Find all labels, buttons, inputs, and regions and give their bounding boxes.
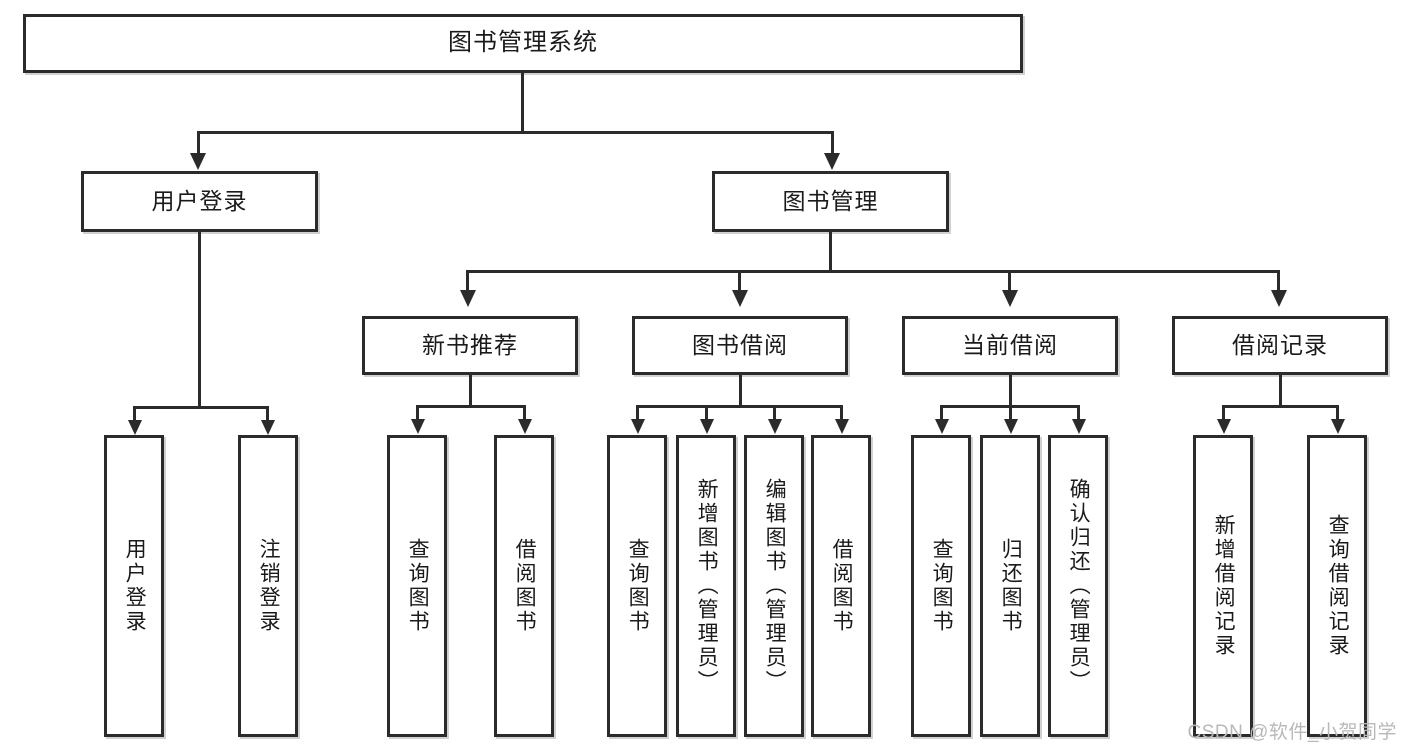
leaf-user-login[interactable]: 用户登录 (104, 435, 164, 737)
connector-root-bus (197, 131, 834, 134)
node-book-management[interactable]: 图书管理 (712, 171, 949, 232)
leaf-label: 新增图书（管理员） (695, 478, 719, 694)
leaf-br-query-record[interactable]: 查询借阅记录 (1307, 435, 1367, 737)
leaf-cb-confirm-return[interactable]: 确认归还（管理员） (1048, 435, 1108, 737)
arrowhead-cb-query-book (935, 419, 949, 434)
leaf-label: 查询图书 (930, 538, 954, 634)
connector-new-book-recommend-bus (416, 405, 526, 408)
connector-cb-leaf-2 (1009, 405, 1012, 421)
leaf-nbr-query-book[interactable]: 查询图书 (387, 435, 447, 737)
connector-current-borrow-stem (1009, 375, 1012, 407)
arrowhead-br-query-record (1331, 419, 1345, 434)
arrowhead-leaf-user-login (128, 420, 142, 435)
node-new-book-recommend[interactable]: 新书推荐 (362, 316, 578, 375)
connector-user-login-stem (198, 232, 201, 408)
leaf-bb-add-book[interactable]: 新增图书（管理员） (676, 435, 736, 737)
leaf-label: 确认归还（管理员） (1067, 478, 1091, 694)
arrowhead-leaf-logout (261, 420, 275, 435)
connector-borrow-record-stem (1279, 375, 1282, 407)
arrowhead-nbr-query-book (411, 419, 425, 434)
leaf-label: 查询图书 (406, 538, 430, 634)
connector-cb-leaf-1 (940, 405, 943, 421)
connector-to-borrow-record (1277, 270, 1280, 292)
leaf-bb-query-book[interactable]: 查询图书 (607, 435, 667, 737)
connector-book-management-stem (829, 232, 832, 272)
connector-br-leaf-2 (1336, 405, 1339, 421)
node-current-borrow[interactable]: 当前借阅 (902, 316, 1118, 375)
connector-to-book-borrow (738, 270, 741, 292)
connector-bb-leaf-2 (705, 405, 708, 421)
leaf-nbr-borrow-book[interactable]: 借阅图书 (494, 435, 554, 737)
leaf-label: 归还图书 (999, 538, 1023, 634)
connector-to-new-book-recommend (466, 270, 469, 292)
connector-level3-bus (466, 270, 1280, 273)
connector-bb-leaf-1 (636, 405, 639, 421)
node-user-login[interactable]: 用户登录 (81, 171, 318, 232)
leaf-label: 编辑图书（管理员） (763, 478, 787, 694)
connector-user-login-bus (133, 406, 268, 409)
node-borrow-record[interactable]: 借阅记录 (1172, 316, 1388, 375)
arrowhead-borrow-record (1271, 290, 1287, 307)
node-root-book-management-system[interactable]: 图书管理系统 (23, 14, 1023, 73)
connector-cb-leaf-3 (1077, 405, 1080, 421)
leaf-label: 借阅图书 (830, 538, 854, 634)
arrowhead-bb-add-book (700, 419, 714, 434)
leaf-bb-edit-book[interactable]: 编辑图书（管理员） (744, 435, 804, 737)
leaf-logout[interactable]: 注销登录 (238, 435, 298, 737)
arrowhead-book-management (824, 153, 840, 170)
leaf-bb-borrow-book[interactable]: 借阅图书 (811, 435, 871, 737)
leaf-label: 用户登录 (123, 538, 147, 634)
connector-root-to-book-management (831, 131, 834, 156)
connector-root-to-user-login (197, 131, 200, 156)
arrowhead-cb-return-book (1004, 419, 1018, 434)
arrowhead-nbr-borrow-book (518, 419, 532, 434)
leaf-label: 新增借阅记录 (1212, 514, 1236, 658)
connector-bb-leaf-3 (773, 405, 776, 421)
arrowhead-bb-edit-book (768, 419, 782, 434)
leaf-label: 查询图书 (626, 538, 650, 634)
node-book-borrow[interactable]: 图书借阅 (632, 316, 848, 375)
connector-nbr-leaf-2 (523, 405, 526, 421)
arrowhead-bb-borrow-book (835, 419, 849, 434)
connector-book-borrow-bus (636, 405, 843, 408)
connector-bb-leaf-4 (840, 405, 843, 421)
connector-user-login-to-leaf-1 (133, 406, 136, 422)
connector-user-login-to-leaf-2 (266, 406, 269, 422)
arrowhead-current-borrow (1002, 290, 1018, 307)
leaf-label: 查询借阅记录 (1326, 514, 1350, 658)
arrowhead-cb-confirm-return (1072, 419, 1086, 434)
connector-new-book-recommend-stem (469, 375, 472, 407)
leaf-label: 注销登录 (257, 538, 281, 634)
arrowhead-user-login (190, 153, 206, 170)
leaf-br-add-record[interactable]: 新增借阅记录 (1193, 435, 1253, 737)
connector-root-stem (521, 73, 524, 131)
leaf-cb-query-book[interactable]: 查询图书 (911, 435, 971, 737)
connector-nbr-leaf-1 (416, 405, 419, 421)
leaf-label: 借阅图书 (513, 538, 537, 634)
connector-book-borrow-stem (739, 375, 742, 407)
arrowhead-new-book-recommend (460, 290, 476, 307)
arrowhead-br-add-record (1217, 419, 1231, 434)
connector-br-leaf-1 (1222, 405, 1225, 421)
leaf-cb-return-book[interactable]: 归还图书 (980, 435, 1040, 737)
arrowhead-book-borrow (732, 290, 748, 307)
arrowhead-bb-query-book (631, 419, 645, 434)
connector-borrow-record-bus (1222, 405, 1339, 408)
connector-to-current-borrow (1008, 270, 1011, 292)
